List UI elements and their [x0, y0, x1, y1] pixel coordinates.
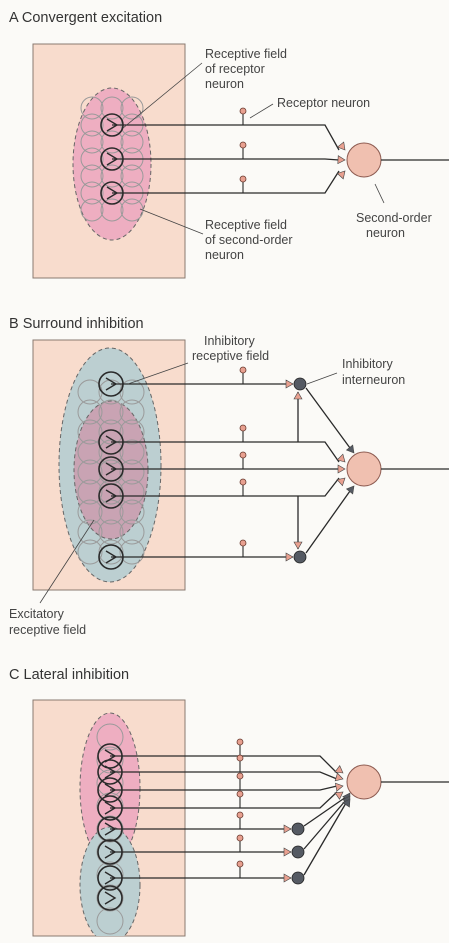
panel-convergent-excitation: A Convergent excitation Receptive field …	[9, 10, 449, 278]
synaptic-terminal	[338, 465, 345, 473]
synaptic-terminal	[335, 766, 343, 773]
label-receptive-field-second-order: Receptive field of second-order neuron	[205, 218, 296, 262]
receptor-cell-body	[237, 755, 243, 761]
label-second-order-neuron: Second-order neuron	[356, 211, 435, 240]
receptor-cell-body	[240, 367, 246, 373]
label-inhibitory-receptive-field: Inhibitory receptive field	[192, 334, 269, 363]
synaptic-terminal	[335, 783, 343, 791]
synaptic-terminal	[335, 773, 343, 781]
receptor-cell-body	[240, 176, 246, 182]
leader-inhibitory-interneuron	[307, 373, 337, 384]
excitatory-receptive-field	[74, 401, 148, 539]
synaptic-terminal	[294, 542, 302, 549]
synaptic-terminal	[284, 825, 291, 833]
label-receptive-field-receptor: Receptive field of receptor neuron	[205, 47, 290, 91]
axon	[304, 797, 346, 826]
synaptic-terminal	[338, 156, 345, 164]
receptor-cell-body	[240, 108, 246, 114]
receptor-cell-body	[237, 739, 243, 745]
axon	[306, 491, 350, 553]
synaptic-terminal	[286, 553, 293, 561]
label-receptor-neuron: Receptor neuron	[277, 96, 370, 110]
panel-lateral-inhibition: C Lateral inhibition	[9, 667, 449, 943]
receptor-cell-body	[240, 425, 246, 431]
second-order-receptive-field	[73, 88, 151, 240]
synaptic-terminal	[347, 445, 354, 453]
synaptic-terminal	[337, 478, 345, 486]
receptor-cell-body	[237, 861, 243, 867]
second-order-neuron	[347, 452, 381, 486]
receptor-cell-body	[240, 142, 246, 148]
label-excitatory-receptive-field: Excitatory receptive field	[9, 607, 86, 637]
receptor-cell-body	[237, 791, 243, 797]
synaptic-terminal	[286, 380, 293, 388]
receptor-cell-body	[240, 452, 246, 458]
receptor-cell-body	[237, 773, 243, 779]
axon	[306, 388, 350, 448]
receptor-cell-body	[237, 835, 243, 841]
synaptic-terminal	[284, 848, 291, 856]
synaptic-terminal	[347, 486, 354, 494]
second-order-neuron	[347, 765, 381, 799]
panel-a-title: A Convergent excitation	[9, 10, 162, 26]
receptor-cell-body	[237, 812, 243, 818]
axon	[304, 803, 346, 875]
synaptic-terminal	[284, 874, 291, 882]
synaptic-terminal	[294, 392, 302, 399]
panel-c-title: C Lateral inhibition	[9, 667, 129, 683]
receptor-cell-body	[240, 540, 246, 546]
inhibitory-interneuron	[292, 872, 304, 884]
leader-second-order	[375, 184, 384, 203]
synaptic-terminal	[335, 792, 343, 799]
label-inhibitory-interneuron: Inhibitory interneuron	[342, 357, 405, 387]
leader-receptor-neuron	[250, 104, 273, 118]
second-order-neuron	[347, 143, 381, 177]
panel-surround-inhibition: B Surround inhibition Inhibitory recepti…	[9, 316, 449, 637]
panel-b-title: B Surround inhibition	[9, 316, 144, 332]
inhibitory-interneuron	[292, 823, 304, 835]
inhibitory-interneuron	[294, 378, 306, 390]
inhibitory-interneuron	[294, 551, 306, 563]
inhibitory-interneuron	[292, 846, 304, 858]
receptor-cell-body	[240, 479, 246, 485]
